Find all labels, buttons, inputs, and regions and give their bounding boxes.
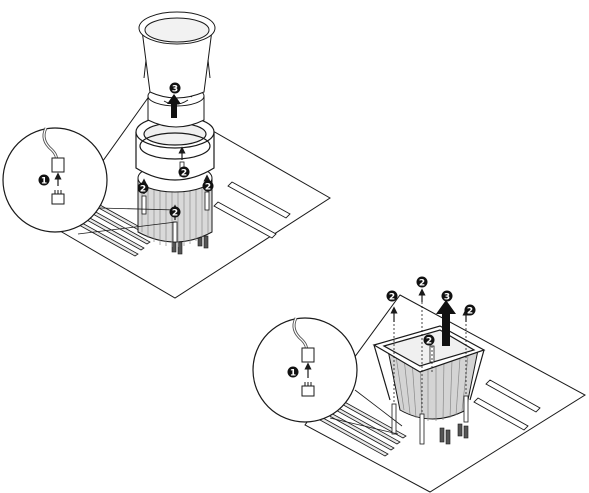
svg-text:2: 2	[426, 337, 432, 347]
svg-text:2: 2	[205, 183, 211, 193]
figure-a: 1 2 2 2 2 3	[3, 12, 330, 298]
svg-text:1: 1	[290, 369, 296, 379]
svg-text:2: 2	[467, 307, 473, 317]
callout-b-step-3: 3	[442, 291, 453, 303]
svg-text:2: 2	[419, 279, 425, 289]
svg-text:1: 1	[41, 177, 47, 187]
svg-text:3: 3	[172, 85, 178, 95]
svg-text:2: 2	[172, 209, 178, 219]
svg-text:2: 2	[389, 293, 395, 303]
figure-b: 1 2 2 2 2 3	[253, 277, 585, 493]
svg-text:2: 2	[140, 185, 146, 195]
callout-b-step-2-right: 2	[465, 305, 476, 317]
svg-text:3: 3	[444, 293, 450, 303]
svg-text:2: 2	[181, 169, 187, 179]
callout-b-step-2-midleft: 2	[417, 277, 428, 289]
